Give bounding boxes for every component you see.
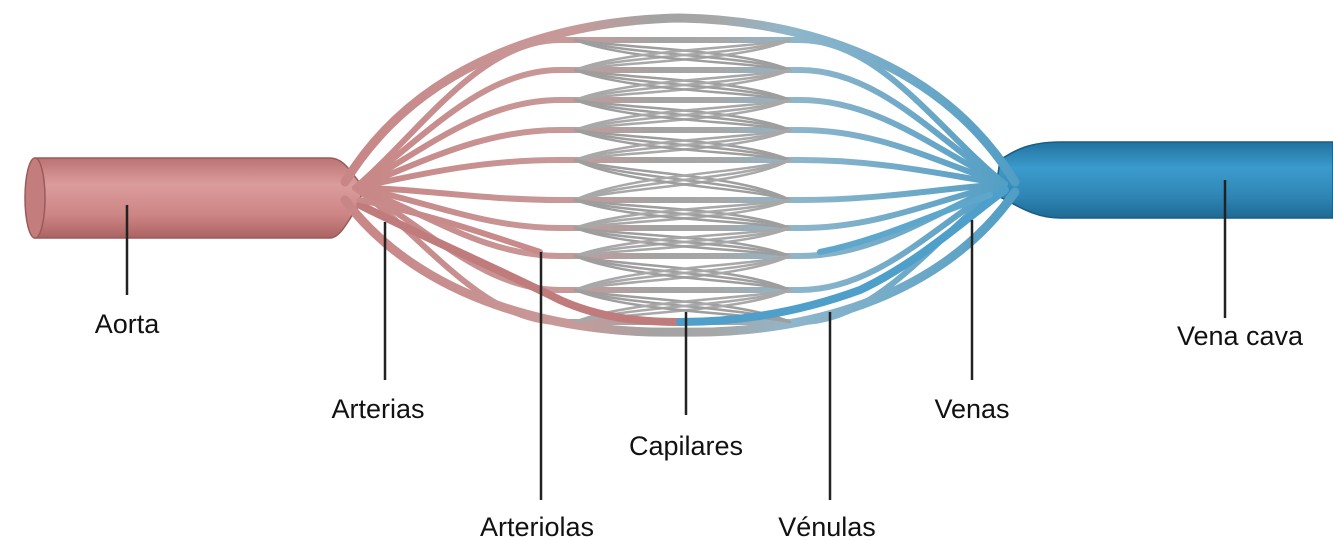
label-venas: Venas [934, 394, 1009, 424]
aorta-vessel [25, 158, 362, 238]
label-venulas: Vénulas [778, 512, 876, 541]
vessel-network [345, 18, 1015, 332]
label-capilares: Capilares [629, 431, 743, 461]
vena-cava-vessel [995, 142, 1333, 218]
label-arterias: Arterias [331, 394, 424, 424]
labels: Aorta Arterias Arteriolas Capilares Vénu… [95, 309, 1304, 541]
channel-5 [355, 184, 1005, 200]
label-aorta: Aorta [95, 309, 161, 339]
label-arteriolas: Arteriolas [480, 512, 594, 541]
label-vena-cava: Vena cava [1177, 321, 1304, 351]
